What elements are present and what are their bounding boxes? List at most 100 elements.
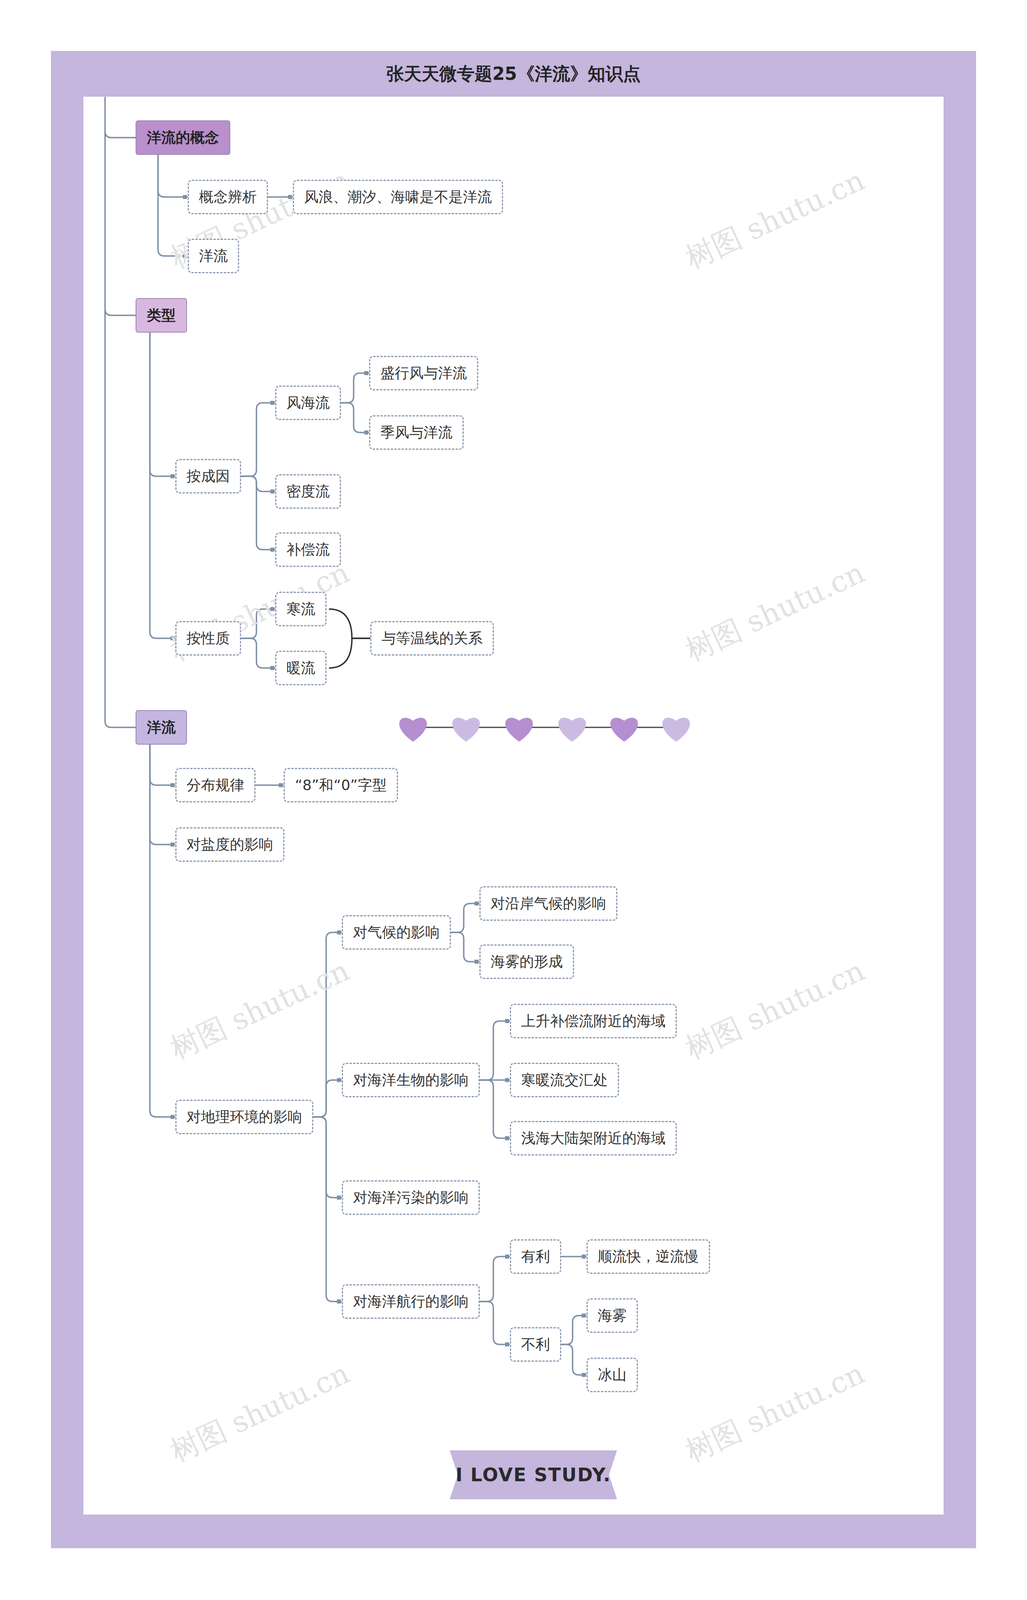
watermark: 树图 shutu.cn bbox=[679, 160, 871, 278]
connector-end bbox=[336, 930, 341, 935]
connector-end bbox=[505, 1342, 510, 1347]
node-text: 洋流的概念 bbox=[146, 127, 220, 148]
node-text: 与等温线的关系 bbox=[381, 628, 483, 649]
connector-end bbox=[505, 1018, 510, 1023]
subtopic-box: 对海洋污染的影响 bbox=[341, 1180, 480, 1215]
subtopic-box: 分布规律 bbox=[175, 767, 256, 803]
subtopic-box: 对沿岸气候的影响 bbox=[479, 886, 618, 921]
connector-end bbox=[505, 1136, 510, 1141]
connector bbox=[150, 744, 176, 786]
connector-end bbox=[170, 474, 175, 479]
node-text: 密度流 bbox=[286, 481, 330, 502]
diagram-title: 张天天微专题25《洋流》知识点 bbox=[83, 50, 944, 97]
subtopic-box: 风浪、潮汐、海啸是不是洋流 bbox=[292, 179, 504, 215]
node-text: 不利 bbox=[521, 1334, 551, 1355]
connector bbox=[328, 638, 371, 668]
connector bbox=[479, 1020, 510, 1080]
connector bbox=[450, 903, 480, 933]
heart bbox=[505, 717, 534, 742]
frame-band bbox=[50, 1514, 977, 1549]
subtopic-box: 对海洋生物的影响 bbox=[341, 1062, 480, 1098]
subtopic-box: 概念辨析 bbox=[187, 179, 268, 215]
node-text: 风浪、潮汐、海啸是不是洋流 bbox=[304, 187, 492, 208]
connector-end bbox=[270, 489, 275, 494]
subtopic-box: 风海流 bbox=[275, 385, 341, 421]
heart bbox=[558, 717, 587, 742]
topic-box: 类型 bbox=[135, 298, 187, 333]
subtopic-box: “8”和“0”字型 bbox=[283, 767, 398, 803]
subtopic-box: 洋流 bbox=[187, 238, 240, 274]
heart bbox=[610, 717, 638, 742]
node-text: 对地理环境的影响 bbox=[186, 1107, 303, 1127]
connector-end bbox=[270, 547, 275, 552]
node-text: 顺流快，逆流慢 bbox=[597, 1246, 699, 1267]
node-text: 洋流 bbox=[146, 717, 176, 738]
topic-box: 洋流的概念 bbox=[135, 120, 231, 155]
heart-chain bbox=[399, 717, 691, 742]
connector-end bbox=[278, 783, 283, 788]
connector-end bbox=[182, 194, 187, 199]
node-text: 海雾的形成 bbox=[490, 951, 563, 972]
connector-end bbox=[270, 400, 275, 405]
node-text: 海雾 bbox=[597, 1305, 627, 1326]
subtopic-box: 不利 bbox=[509, 1327, 562, 1362]
node-text: 浅海大陆架附近的海域 bbox=[521, 1128, 666, 1149]
connector-end bbox=[364, 371, 369, 376]
node-text: 冰山 bbox=[597, 1365, 627, 1385]
subtopic-box: 密度流 bbox=[275, 474, 341, 509]
heart bbox=[399, 717, 427, 742]
topic-box: 洋流 bbox=[135, 710, 187, 745]
connector bbox=[150, 744, 176, 845]
subtopic-box: 对气候的影响 bbox=[341, 915, 451, 950]
connector bbox=[479, 1256, 510, 1302]
connector bbox=[241, 476, 276, 492]
subtopic-box: 寒流 bbox=[275, 591, 327, 627]
heart bbox=[662, 717, 691, 742]
heart bbox=[452, 717, 480, 742]
node-text: 补偿流 bbox=[286, 539, 330, 560]
node-text: 寒流 bbox=[286, 599, 316, 620]
node-text: 对海洋污染的影响 bbox=[353, 1187, 469, 1208]
node-text: 季风与洋流 bbox=[380, 422, 453, 443]
node-text: 对沿岸气候的影响 bbox=[490, 893, 607, 914]
subtopic-box: 暖流 bbox=[275, 650, 327, 686]
subtopic-box: 浅海大陆架附近的海域 bbox=[509, 1120, 677, 1156]
connector bbox=[561, 1344, 587, 1375]
ribbon bbox=[449, 1450, 618, 1500]
subtopic-box: 按成因 bbox=[175, 458, 242, 494]
subtopic-box: 对地理环境的影响 bbox=[175, 1099, 314, 1135]
connector-end bbox=[336, 1299, 341, 1304]
node-text: 对气候的影响 bbox=[353, 922, 440, 943]
subtopic-box: 与等温线的关系 bbox=[370, 621, 494, 656]
subtopic-box: 季风与洋流 bbox=[369, 415, 464, 450]
node-text: 对海洋生物的影响 bbox=[353, 1070, 469, 1090]
connector bbox=[479, 1301, 510, 1345]
connector bbox=[340, 373, 370, 403]
connector bbox=[158, 154, 188, 197]
subtopic-box: 盛行风与洋流 bbox=[369, 355, 479, 391]
connector-end bbox=[364, 430, 369, 435]
connector bbox=[328, 608, 371, 639]
connector-end bbox=[336, 1077, 341, 1082]
frame-band bbox=[50, 50, 84, 1549]
connector bbox=[241, 476, 276, 550]
slogan: I LOVE STUDY. bbox=[449, 1450, 618, 1500]
node-text: 对海洋航行的影响 bbox=[353, 1291, 469, 1312]
node-text: 盛行风与洋流 bbox=[380, 363, 467, 384]
node-text: 对盐度的影响 bbox=[186, 834, 274, 855]
node-text: 分布规律 bbox=[186, 775, 245, 796]
node-text: 洋流 bbox=[198, 246, 228, 266]
connector bbox=[313, 1116, 342, 1198]
node-text: 上升补偿流附近的海域 bbox=[521, 1011, 666, 1032]
subtopic-box: 按性质 bbox=[175, 621, 242, 656]
node-text: 暖流 bbox=[286, 658, 316, 678]
watermark: 树图 shutu.cn bbox=[679, 1354, 871, 1471]
connector-end bbox=[474, 901, 479, 906]
watermark: 树图 shutu.cn bbox=[164, 951, 356, 1068]
connector-end bbox=[270, 665, 275, 670]
subtopic-box: 上升补偿流附近的海域 bbox=[509, 1003, 677, 1039]
node-text: 类型 bbox=[146, 305, 176, 326]
connector-end bbox=[170, 842, 175, 847]
subtopic-box: 顺流快，逆流慢 bbox=[586, 1239, 711, 1274]
connector-end bbox=[505, 1254, 510, 1259]
